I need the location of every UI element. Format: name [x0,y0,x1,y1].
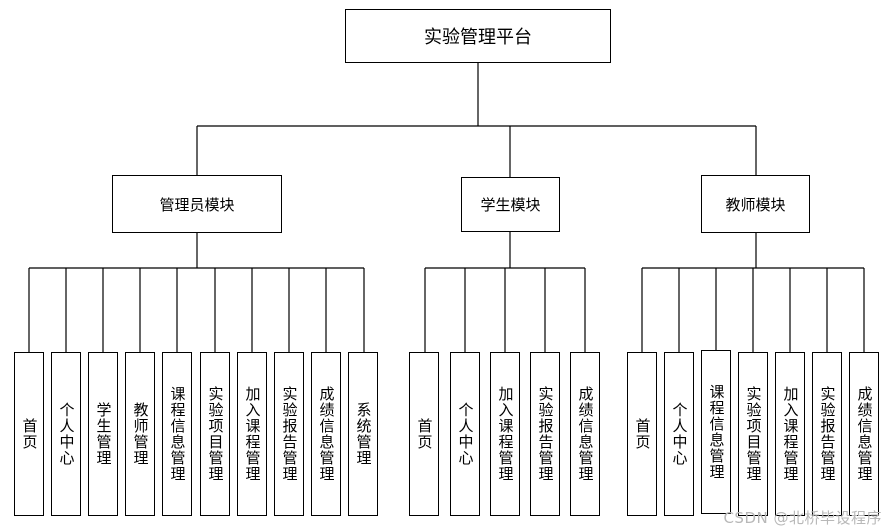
leaf-node: 首页 [14,352,44,516]
leaf-node: 系统管理 [348,352,378,516]
leaf-node: 教师管理 [125,352,155,516]
leaf-node: 成绩信息管理 [849,352,879,516]
module-teacher: 教师模块 [701,175,810,233]
leaf-label: 加入课程管理 [781,386,800,482]
leaf-node: 成绩信息管理 [311,352,341,516]
module-admin-label: 管理员模块 [159,195,235,214]
leaf-label: 个人中心 [670,402,689,466]
leaf-label: 学生管理 [94,402,113,466]
leaf-label: 成绩信息管理 [317,386,336,482]
module-teacher-label: 教师模块 [725,195,786,214]
leaf-label: 实验报告管理 [536,386,555,482]
leaf-node: 实验项目管理 [200,352,230,516]
leaf-node: 个人中心 [450,352,480,516]
module-student: 学生模块 [461,177,560,232]
leaf-label: 实验报告管理 [818,386,837,482]
leaf-label: 首页 [20,418,39,450]
leaf-label: 成绩信息管理 [855,386,874,482]
leaf-node: 实验项目管理 [738,352,768,516]
leaf-label: 实验项目管理 [206,386,225,482]
root-label: 实验管理平台 [424,27,532,48]
leaf-node: 实验报告管理 [274,352,304,516]
leaf-node: 首页 [409,352,439,516]
leaf-node: 加入课程管理 [490,352,520,516]
leaf-label: 教师管理 [131,402,150,466]
module-student-label: 学生模块 [480,196,541,214]
leaf-label: 个人中心 [57,402,76,466]
root-node: 实验管理平台 [345,9,611,63]
leaf-label: 个人中心 [456,402,475,466]
leaf-label: 首页 [415,418,434,450]
leaf-label: 首页 [633,418,652,450]
leaf-label: 加入课程管理 [496,386,515,482]
leaf-label: 加入课程管理 [243,386,262,482]
leaf-label: 成绩信息管理 [576,386,595,482]
leaf-node: 课程信息管理 [701,350,731,514]
leaf-node: 成绩信息管理 [570,352,600,516]
leaf-node: 个人中心 [51,352,81,516]
leaf-label: 系统管理 [354,402,373,466]
leaf-node: 首页 [627,352,657,516]
leaf-node: 加入课程管理 [775,352,805,516]
leaf-node: 课程信息管理 [162,352,192,516]
leaf-label: 课程信息管理 [168,386,187,482]
leaf-label: 实验项目管理 [744,386,763,482]
leaf-label: 实验报告管理 [280,386,299,482]
watermark: CSDN @北桥毕设程序 [723,509,882,527]
leaf-node: 实验报告管理 [812,352,842,516]
leaf-node: 加入课程管理 [237,352,267,516]
leaf-node: 个人中心 [664,352,694,516]
module-admin: 管理员模块 [112,175,282,233]
leaf-node: 实验报告管理 [530,352,560,516]
leaf-node: 学生管理 [88,352,118,516]
leaf-label: 课程信息管理 [707,384,726,480]
